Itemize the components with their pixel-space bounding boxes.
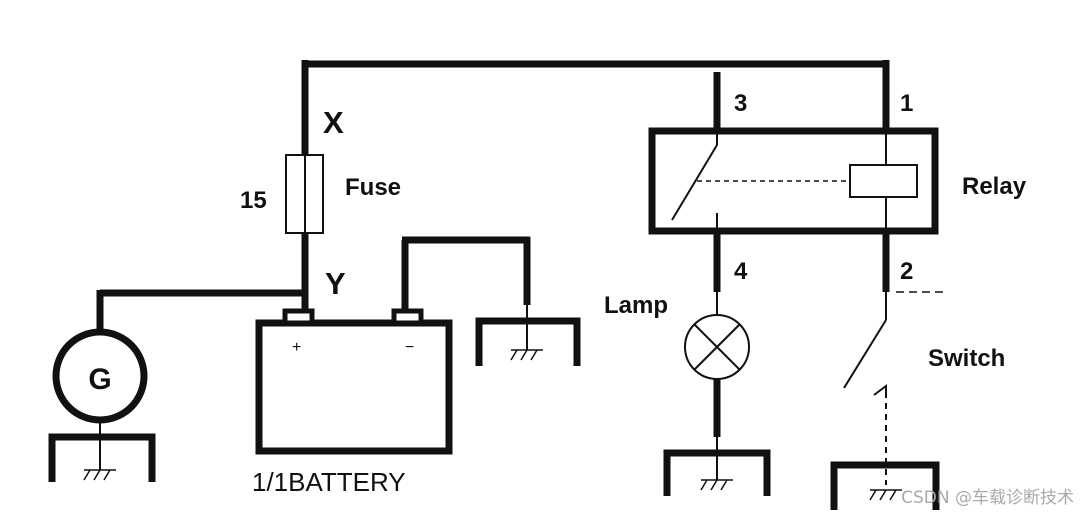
pin-4-label: 4 xyxy=(734,258,748,285)
generator-ground-bracket xyxy=(48,433,156,482)
fuse-number-label: 15 xyxy=(240,187,267,214)
generator-ground-icon xyxy=(83,469,116,481)
battery-negative-terminal xyxy=(391,308,424,326)
switch-label: Switch xyxy=(928,345,1005,372)
pin-1-label: 1 xyxy=(900,90,913,117)
lamp-symbol xyxy=(684,314,750,380)
battery-positive-terminal xyxy=(282,308,315,326)
battery-ground-bracket xyxy=(475,317,581,366)
switch-ground-bracket xyxy=(830,461,940,510)
lamp-ground-icon xyxy=(700,479,733,491)
switch-ground-icon xyxy=(869,489,902,501)
battery-ground-icon xyxy=(510,349,543,361)
fuse-label: Fuse xyxy=(345,174,401,201)
battery-plus-label: + xyxy=(292,339,301,356)
watermark-text: CSDN @车载诊断技术 xyxy=(901,488,1074,508)
switch-blade xyxy=(843,319,887,389)
relay-label: Relay xyxy=(962,173,1027,200)
lamp-label: Lamp xyxy=(604,292,668,319)
pin-2-label: 2 xyxy=(900,258,913,285)
lamp-ground-bracket xyxy=(663,449,771,496)
relay-contact-arm xyxy=(671,144,718,221)
battery-body xyxy=(255,319,453,455)
battery-label: 1/1BATTERY xyxy=(252,467,406,497)
node-y-label: Y xyxy=(325,266,346,301)
battery-minus-label: − xyxy=(405,339,414,356)
relay-coil xyxy=(849,164,918,198)
generator-label: G xyxy=(88,363,111,396)
node-x-label: X xyxy=(323,105,344,140)
pin-3-label: 3 xyxy=(734,90,747,117)
switch-contact-hook xyxy=(873,384,887,396)
